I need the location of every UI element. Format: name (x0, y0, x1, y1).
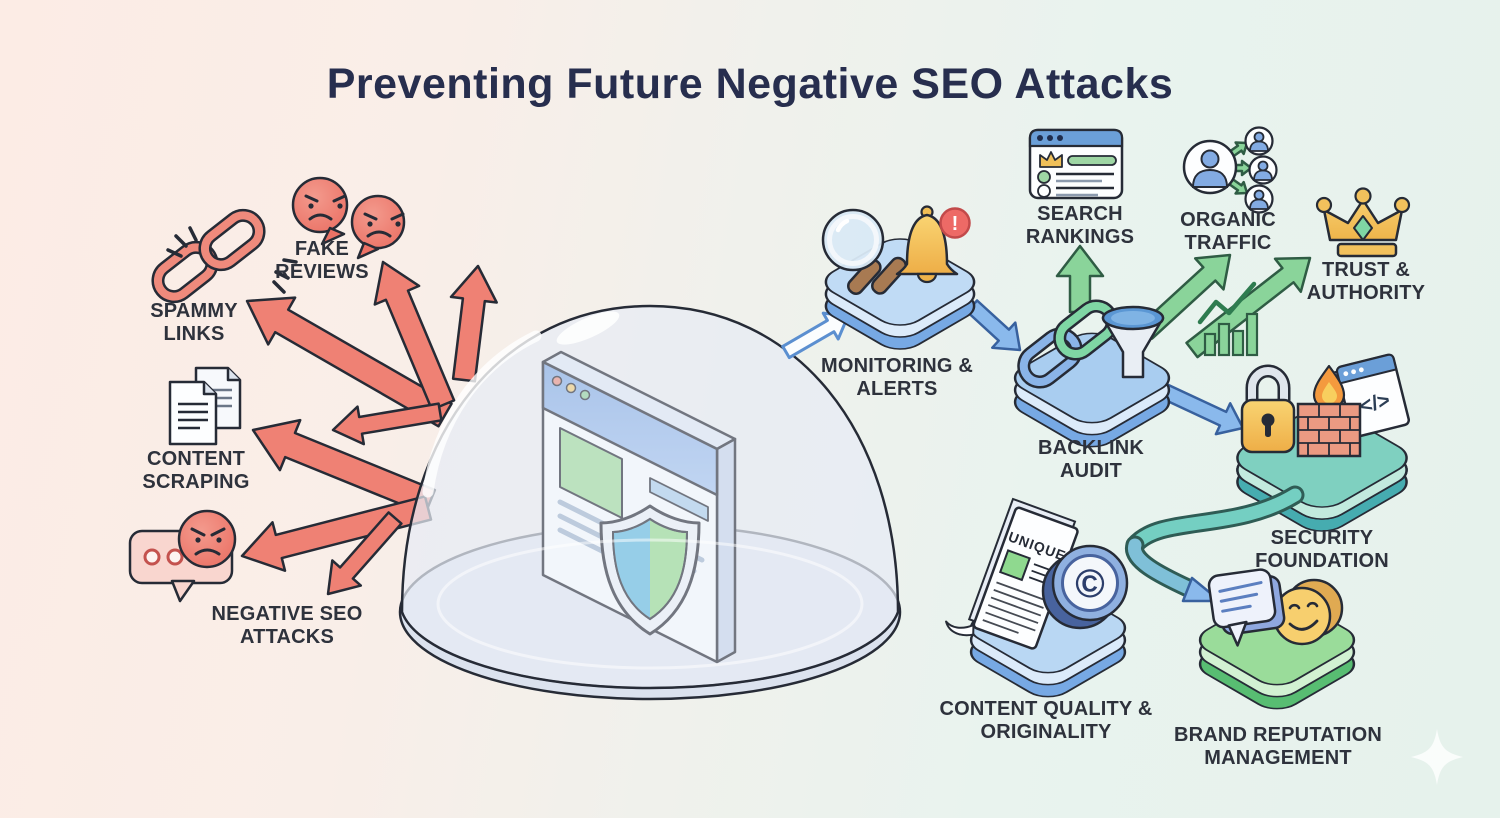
traffic-user-small-3 (1244, 184, 1274, 214)
arrow-up-deflect (449, 264, 498, 383)
shield-icon (599, 504, 701, 636)
label-content-scraping: CONTENT SCRAPING (142, 448, 250, 493)
label-content-quality: CONTENT QUALITY & ORIGINALITY (939, 698, 1153, 743)
label-fake-reviews: FAKE REVIEWS (275, 238, 369, 283)
backlink-platform (1013, 299, 1171, 448)
label-monitoring-alerts: MONITORING & ALERTS (820, 355, 974, 400)
alert-bell-icon: ! (895, 205, 971, 284)
traffic-user-small-2 (1248, 155, 1278, 185)
copyright-glyph: © (1075, 562, 1104, 606)
monitoring-platform: ! (821, 205, 976, 350)
arrow-to-fake-reviews (373, 260, 456, 411)
fake-reviews-icon (291, 176, 406, 260)
organic-traffic-icon (1182, 126, 1278, 214)
copyright-icon: © (1041, 544, 1129, 630)
label-spammy-links: SPAMMY LINKS (150, 300, 238, 345)
funnel-icon (1101, 305, 1165, 379)
security-platform: </> (1236, 353, 1411, 532)
arrow-to-negative-seo (240, 495, 433, 572)
arrow-to-trust-authority (1185, 256, 1312, 359)
label-brand-reputation: BRAND REPUTATION MANAGEMENT (1173, 724, 1382, 769)
arrow-down-deflect (326, 511, 403, 596)
arrow-left-deflect (331, 402, 443, 446)
arrow-backlink-to-security (1150, 378, 1245, 436)
padlock-icon (1240, 364, 1296, 454)
sparkle-decoration (1411, 729, 1463, 785)
label-organic-traffic: ORGANIC TRAFFIC (1180, 209, 1276, 254)
arrow-to-search-rankings (1055, 244, 1105, 314)
magnifier-icon (821, 208, 907, 295)
negative-seo-icon (128, 509, 237, 603)
label-search-rankings: SEARCH RANKINGS (1025, 203, 1135, 248)
review-bubble-icon (1207, 568, 1286, 647)
spammy-links-icon (151, 208, 298, 304)
growth-chart-icon (1197, 281, 1259, 357)
crown-icon (1315, 187, 1411, 258)
threat-arrows (240, 260, 498, 596)
connector-security-to-brand (1125, 485, 1305, 603)
arrow-monitoring-to-backlink (965, 299, 1022, 352)
search-rankings-icon (1028, 128, 1124, 200)
brand-reputation-platform (1198, 568, 1356, 710)
content-scraping-icon (168, 366, 242, 446)
smiley-icon (1272, 578, 1344, 646)
spark-lines (166, 226, 298, 294)
label-trust-authority: TRUST & AUTHORITY (1306, 259, 1426, 304)
label-security-foundation: SECURITY FOUNDATION (1255, 527, 1389, 572)
traffic-user-small-1 (1244, 126, 1274, 156)
protection-dome (398, 304, 902, 701)
page-title: Preventing Future Negative SEO Attacks (326, 60, 1174, 108)
firewall-icon (1296, 364, 1362, 458)
label-negative-seo: NEGATIVE SEO ATTACKS (211, 603, 363, 648)
unique-document-icon: UNIQUE (945, 497, 1079, 650)
content-quality-platform: UNIQUE © (945, 497, 1129, 698)
alert-exclamation: ! (952, 213, 959, 235)
label-backlink-audit: BACKLINK AUDIT (1037, 437, 1145, 482)
